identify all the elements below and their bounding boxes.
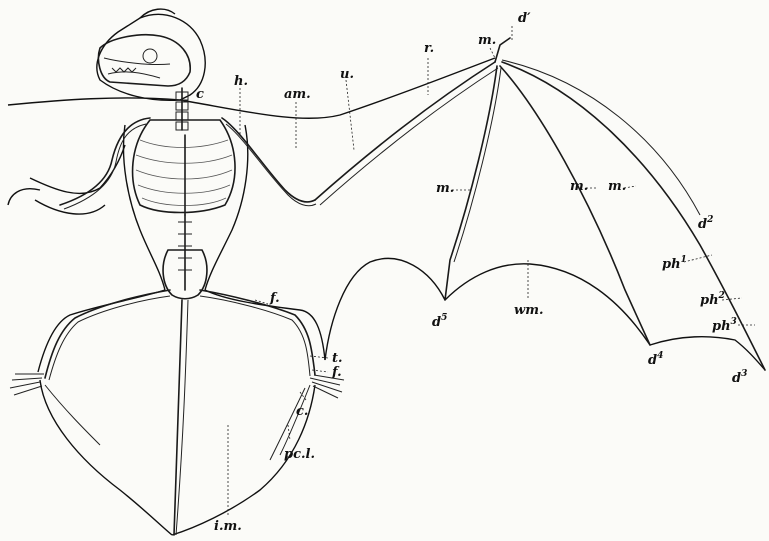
label-d5: d5 xyxy=(432,313,447,330)
label-t: t. xyxy=(332,351,343,366)
label-ph1-letters: ph xyxy=(662,257,681,272)
label-h: h. xyxy=(234,74,248,89)
label-ph2-letters: ph xyxy=(700,293,719,308)
label-r: r. xyxy=(424,41,434,56)
label-d5-sup: 5 xyxy=(441,313,447,323)
label-d3-sup: 3 xyxy=(741,369,747,379)
label-d3: d3 xyxy=(732,369,747,386)
label-d2-sup: 2 xyxy=(706,215,713,225)
membrane-outlines xyxy=(8,9,765,535)
label-c-calcar: c. xyxy=(296,404,308,419)
label-d5-letter: d xyxy=(432,315,441,330)
label-ph1: ph1 xyxy=(662,255,687,272)
label-wm: wm. xyxy=(514,303,543,318)
label-ph2-sup: 2 xyxy=(718,291,725,301)
spine-and-ribs xyxy=(133,88,235,535)
label-ph1-sup: 1 xyxy=(681,255,687,265)
label-ph2: ph2 xyxy=(700,291,725,308)
label-m-digit4: m. xyxy=(570,179,588,194)
label-d1-mark: ′ xyxy=(527,11,531,26)
label-m-digit5: m. xyxy=(436,181,454,196)
label-d2-letter: d xyxy=(698,217,707,232)
label-pcl: pc.l. xyxy=(284,447,315,462)
label-u: u. xyxy=(340,67,354,82)
label-d4-letter: d xyxy=(648,353,657,368)
label-ph3-letters: ph xyxy=(712,319,731,334)
label-m-digit3: m. xyxy=(608,179,626,194)
label-d3-letter: d xyxy=(732,371,741,386)
label-am: am. xyxy=(284,87,311,102)
label-m-top: m. xyxy=(478,33,496,48)
label-im: i.m. xyxy=(214,519,242,534)
skull xyxy=(98,35,190,86)
label-f-foot: f. xyxy=(331,365,342,380)
labels: c h. am. u. r. m. d′ m. m. m. d2 ph1 ph2 xyxy=(196,11,755,534)
label-d1-letter: d xyxy=(518,11,527,26)
label-d4: d4 xyxy=(648,351,663,368)
label-d4-sup: 4 xyxy=(657,351,663,361)
label-c-neck: c xyxy=(196,87,204,102)
label-ph3: ph3 xyxy=(712,317,737,334)
label-d1: d′ xyxy=(518,11,531,26)
label-f-femur: f. xyxy=(269,291,280,306)
legs xyxy=(10,290,344,398)
label-d2: d2 xyxy=(698,215,713,232)
label-ph3-sup: 3 xyxy=(731,317,737,327)
